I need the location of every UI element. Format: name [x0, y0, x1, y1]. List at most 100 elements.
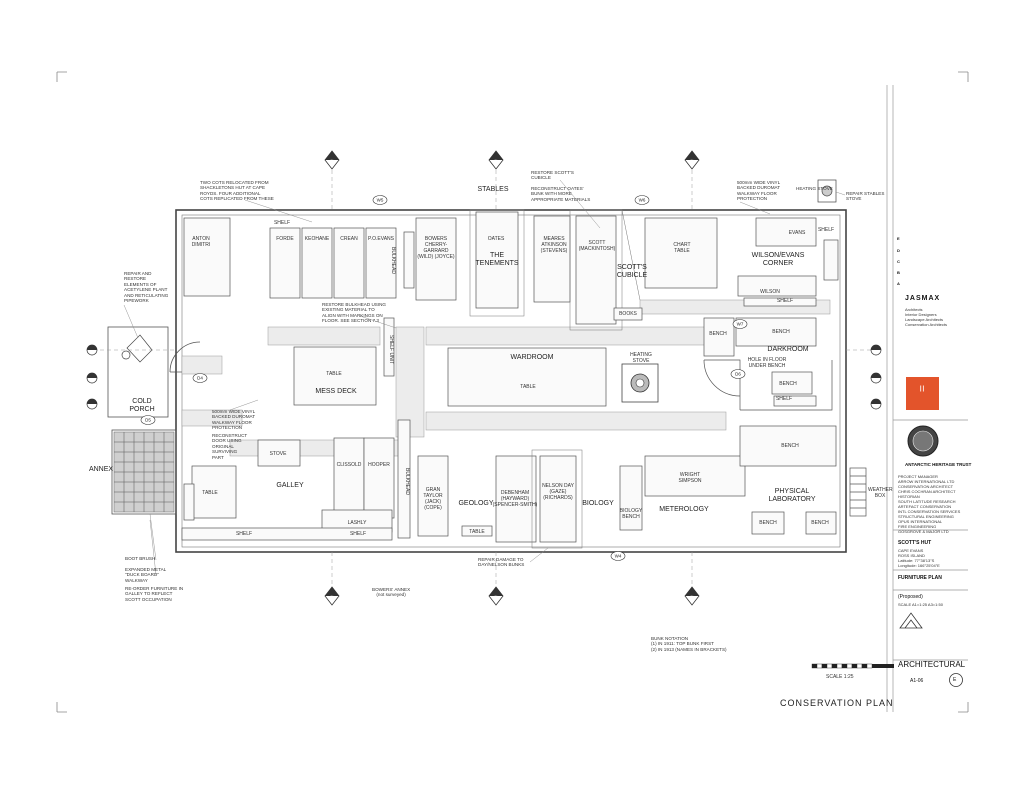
section-tag: D4	[192, 373, 208, 383]
label-wilson: WILSON	[760, 289, 780, 295]
section-tag: W4	[610, 551, 626, 561]
scale-bar-segment	[856, 663, 863, 669]
north-marker-label: N	[331, 594, 334, 599]
label-chart-table: CHART TABLE	[673, 242, 691, 254]
firm-services: Architects Interior Designers Landscape …	[905, 307, 948, 327]
label-keohane: KEOHANE	[304, 236, 330, 242]
label-heating-stove: HEATING STOVE	[630, 352, 652, 364]
label-anton-dimitri: ANTON DIMITRI	[191, 236, 211, 248]
stables-partitions	[469, 209, 641, 331]
note-boot-brush: BOOT BRUSH	[125, 556, 156, 561]
tables	[191, 346, 746, 519]
room-stables: STABLES	[477, 186, 509, 193]
firm-logo: ||	[906, 377, 939, 410]
weather-box-steps	[849, 467, 867, 517]
title-block-frame	[886, 85, 968, 712]
north-marker-icon: N	[684, 150, 700, 170]
side-section-marker-icon	[86, 398, 98, 410]
drawing-number: A1-06	[910, 678, 924, 684]
room-meteorology: METEROLOGY	[659, 506, 709, 513]
north-marker-label: N	[495, 158, 498, 163]
north-marker-label: N	[331, 158, 334, 163]
revision-letter-d: D	[897, 248, 900, 253]
side-section-marker-icon	[870, 372, 882, 384]
revision-letter-c: C	[897, 259, 900, 264]
room-wilson-evans-corner: WILSON/EVANS CORNER	[751, 252, 805, 267]
north-marker-icon: N	[684, 586, 700, 606]
label-table-galley: TABLE	[202, 490, 218, 496]
room-tenements: THE TENEMENTS	[475, 252, 519, 267]
scale-bar-segment	[866, 663, 873, 669]
section-tag-label: W7	[737, 322, 744, 327]
scale-bar-segment	[811, 663, 818, 669]
label-debenham: DEBENHAM (HAYWARD) (SPENCER-SMITH)	[492, 490, 538, 508]
revision-letter: E	[953, 677, 957, 683]
label-scott: SCOTT (MACKINTOSH)	[578, 240, 616, 252]
section-tag: D6	[730, 369, 746, 379]
label-bench-5: BENCH	[759, 520, 777, 526]
label-shelf-evans: SHELF	[817, 227, 835, 233]
stables-stove	[817, 179, 837, 203]
drawing-title: FURNITURE PLAN	[898, 575, 942, 581]
label-shelf-wilson: SHELF	[776, 298, 794, 304]
scale-bar-segment	[831, 663, 838, 669]
section-tag-label: D5	[145, 418, 151, 423]
note-reconstruct-door: RECONSTRUCT DOOR USING ORIGINAL SURVIVIN…	[212, 433, 248, 460]
note-reconstruct-oates: RECONSTRUCT OATES' BUNK WITH MORE APPROP…	[531, 186, 591, 202]
biology-partition	[531, 449, 583, 549]
label-shelf-unit: SHELF UNIT	[388, 335, 394, 365]
drawing-scale: SCALE A1=1:25 A3=1:50	[898, 602, 943, 607]
note-reorder-furniture: RE-ORDER FURNITURE IN GALLEY TO REFLECT …	[125, 586, 184, 602]
label-stables-heating-stove: HEATING STOVE	[796, 186, 833, 191]
room-darkroom: DARKROOM	[767, 346, 809, 353]
note-bowers-annex: BOWERS' ANNEX (not surveyed)	[372, 587, 411, 598]
scale-bar-segment	[841, 663, 848, 669]
scale-bar-segment	[826, 663, 833, 669]
room-physical-laboratory: PHYSICAL LABORATORY	[768, 488, 816, 503]
room-galley: GALLEY	[276, 482, 304, 489]
side-section-marker-icon	[870, 344, 882, 356]
north-marker-label: N	[691, 158, 694, 163]
section-tag: D5	[140, 415, 156, 425]
section-tag-label: W6	[639, 198, 646, 203]
label-table-wardroom: TABLE	[520, 384, 536, 390]
note-bunk-notation: BUNK NOTATION (1) IN 1911: TOP BUNK FIRS…	[651, 636, 727, 652]
consultants-list: PROJECT MANAGER ARROW INTERNATIONAL LTD …	[898, 474, 961, 534]
side-section-marker-icon	[86, 372, 98, 384]
note-expanded-metal: EXPANDED METAL "DUCK BOARD" WALKWAY	[125, 567, 167, 583]
scale-bar-segment	[846, 663, 853, 669]
label-table-mess: TABLE	[326, 371, 342, 377]
label-nelson: NELSON DAY (GAZE) (RICHARDS)	[542, 483, 574, 501]
label-bench-2: BENCH	[772, 329, 790, 335]
crop-marks	[56, 71, 969, 713]
label-bench-4: BENCH	[781, 443, 799, 449]
room-wardroom: WARDROOM	[510, 354, 554, 361]
note-vinyl-left: 500mm WIDE VINYL BACKED DUROMAT WALKWAY …	[212, 409, 256, 431]
scale-bar-segment	[872, 664, 894, 668]
drawing-status: (Proposed)	[898, 594, 923, 600]
north-marker-icon: N	[324, 586, 340, 606]
room-weather-box: WEATHER BOX	[868, 487, 893, 499]
label-bench-1: BENCH	[709, 331, 727, 337]
note-repair-stables: REPAIR STABLES STOVE	[846, 191, 885, 202]
bunks-top-row	[183, 211, 817, 325]
trust-seal-icon	[907, 425, 939, 457]
revision-circle-icon	[949, 673, 963, 687]
physical-lab-furniture	[703, 317, 837, 535]
duck-board-grid	[114, 432, 174, 512]
project-location: CAPE EVANS ROSS ISLAND Latitude: 77°38'1…	[898, 548, 940, 568]
firm-name: JASMAX	[905, 295, 941, 302]
north-marker-icon: N	[488, 586, 504, 606]
discipline: ARCHITECTURAL	[898, 660, 966, 669]
revision-letter-e: E	[897, 236, 900, 241]
darkroom-walls	[703, 359, 833, 411]
sheet-title: CONSERVATION PLAN	[780, 698, 894, 708]
note-restore-bulkhead: RESTORE BULKHEAD USING EXISTING MATERIAL…	[322, 302, 386, 324]
scale-bar-segment	[816, 663, 823, 669]
room-geology: GEOLOGY	[458, 500, 494, 507]
client-name: ANTARCTIC HERITAGE TRUST	[905, 462, 972, 467]
scale-bar-segment	[861, 663, 868, 669]
